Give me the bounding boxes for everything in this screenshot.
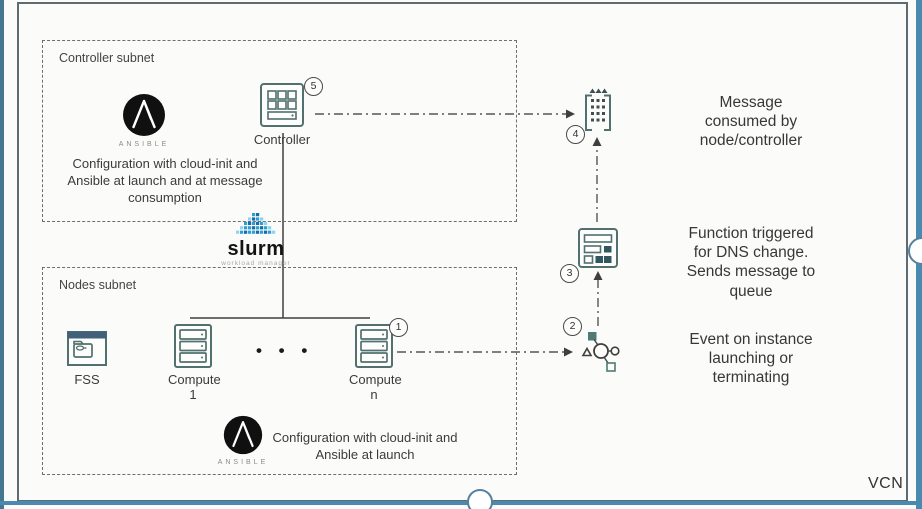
vcn-label: VCN bbox=[868, 475, 904, 492]
nodes-caption: Configuration with cloud-init and Ansibl… bbox=[272, 430, 458, 462]
slurm-node: slurm workload manager bbox=[221, 213, 291, 267]
ansible-logo-icon bbox=[223, 415, 263, 455]
events-annotation: Event on instance launching or terminati… bbox=[689, 331, 813, 387]
controller-subnet-label: Controller subnet bbox=[59, 51, 155, 65]
computen-label: Compute n bbox=[349, 372, 402, 402]
queue-node bbox=[578, 86, 618, 136]
ansible-nodes-node: ANSIBLE bbox=[217, 414, 269, 466]
ansible-controller-node: ANSIBLE bbox=[116, 92, 172, 148]
fss-label: FSS bbox=[74, 372, 100, 387]
compute1-node: Compute 1 bbox=[168, 322, 221, 402]
controller-label: Controller bbox=[253, 132, 311, 147]
frame-bottom-accent bbox=[0, 501, 922, 505]
controller-icon bbox=[260, 83, 304, 127]
slurm-wordmark: slurm bbox=[227, 238, 285, 260]
events-icon bbox=[581, 332, 620, 372]
compute1-label: Compute 1 bbox=[168, 372, 221, 402]
function-icon bbox=[578, 228, 618, 268]
events-node bbox=[578, 330, 624, 374]
nodes-subnet-label: Nodes subnet bbox=[59, 278, 137, 292]
controller-node: Controller bbox=[252, 80, 312, 147]
slurm-tagline: workload manager bbox=[221, 260, 291, 267]
ansible-brand-label: ANSIBLE bbox=[217, 459, 269, 466]
ellipsis: • • • bbox=[256, 341, 314, 360]
frame-left-accent bbox=[0, 0, 4, 509]
step-badge-4: 4 bbox=[566, 125, 585, 144]
queue-icon bbox=[585, 88, 611, 131]
compute-icon bbox=[355, 324, 393, 368]
fss-icon bbox=[67, 331, 107, 366]
function-node bbox=[576, 226, 620, 270]
arrowhead bbox=[566, 109, 575, 119]
bottom-drag-handle[interactable] bbox=[467, 489, 493, 509]
compute-icon bbox=[174, 324, 212, 368]
step-badge-2: 2 bbox=[563, 317, 582, 336]
step-badge-5: 5 bbox=[304, 77, 323, 96]
controller-caption: Configuration with cloud-init and Ansibl… bbox=[67, 156, 263, 205]
arrowhead bbox=[592, 137, 602, 146]
controller-subnet-box: Controller subnet bbox=[42, 40, 517, 222]
computen-node: Compute n bbox=[349, 322, 402, 402]
arrowhead bbox=[593, 271, 603, 280]
step-badge-3: 3 bbox=[560, 264, 579, 283]
function-annotation: Function triggered for DNS change. Sends… bbox=[686, 225, 816, 300]
fss-node: FSS bbox=[62, 326, 112, 387]
slurm-logo-icon bbox=[236, 213, 276, 234]
ansible-logo-icon bbox=[123, 94, 165, 136]
arrowhead bbox=[564, 347, 573, 357]
ansible-brand-label: ANSIBLE bbox=[118, 141, 170, 148]
step-badge-1: 1 bbox=[389, 318, 408, 337]
queue-annotation: Message consumed by node/controller bbox=[699, 94, 803, 150]
nodes-subnet-box: Nodes subnet bbox=[42, 267, 517, 475]
